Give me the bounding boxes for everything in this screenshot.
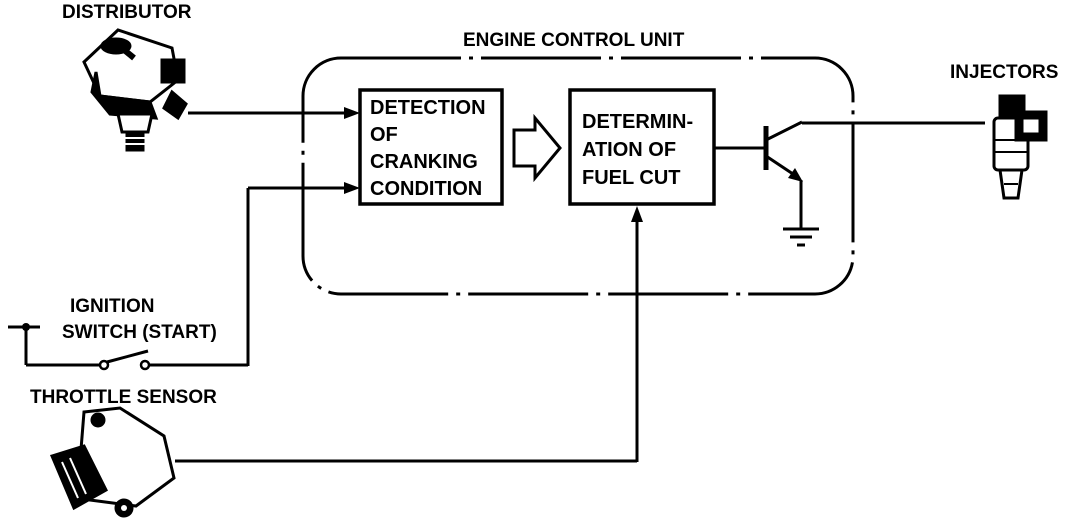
determination-line-2: ATION OF <box>582 139 676 161</box>
ecu-boundary <box>301 56 855 296</box>
throttle-sensor-wire <box>175 206 643 463</box>
ignition-switch-wire <box>148 182 360 367</box>
transistor-icon <box>714 120 985 228</box>
determination-block: DETERMIN- ATION OF FUEL CUT <box>568 88 716 206</box>
detection-line-4: CONDITION <box>370 178 482 200</box>
determination-line-3: FUEL CUT <box>582 167 681 189</box>
ignition-switch-label-line2: SWITCH (START) <box>62 322 217 343</box>
ground-icon <box>783 227 819 247</box>
detection-line-1: DETECTION <box>370 97 486 119</box>
determination-line-1: DETERMIN- <box>582 111 693 133</box>
throttle-sensor-icon <box>49 406 176 518</box>
ecu-label: ENGINE CONTROL UNIT <box>463 30 685 51</box>
ecu-label-bg <box>458 26 730 52</box>
detection-line-3: CRANKING <box>370 151 478 173</box>
detection-block: DETECTION OF CRANKING CONDITION <box>358 88 504 206</box>
detection-line-2: OF <box>370 124 398 146</box>
injector-icon <box>992 94 1048 200</box>
injectors-label: INJECTORS <box>950 62 1058 83</box>
distributor-icon <box>82 28 188 152</box>
distributor-label: DISTRIBUTOR <box>62 2 192 23</box>
distributor-wire <box>188 107 360 119</box>
switch-icon <box>8 323 151 371</box>
throttle-sensor-label: THROTTLE SENSOR <box>30 387 217 408</box>
ignition-switch-label-line1: IGNITION <box>70 296 154 317</box>
hollow-arrow-icon <box>512 113 562 183</box>
